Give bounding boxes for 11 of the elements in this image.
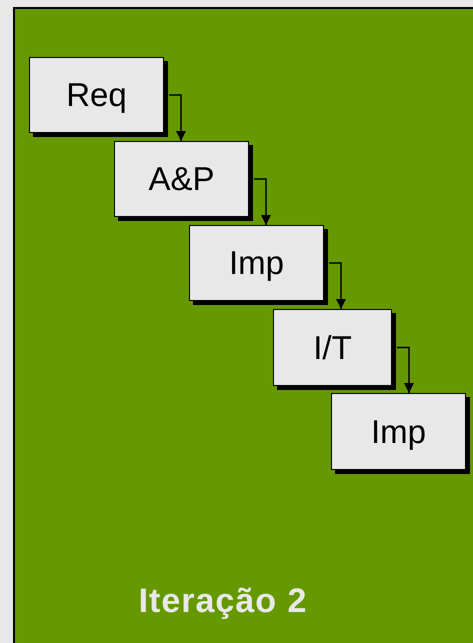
- arrow: [254, 178, 271, 225]
- phase-label: Imp: [370, 412, 426, 450]
- phase-label: Imp: [228, 244, 284, 282]
- phase-label: Req: [66, 76, 127, 114]
- phase-label: A&P: [148, 160, 215, 198]
- arrow: [169, 94, 186, 141]
- phase-label: I/T: [313, 328, 352, 366]
- arrow: [329, 262, 346, 309]
- arrow: [397, 346, 414, 393]
- panel-title: Iteração 2: [138, 582, 308, 621]
- iteration-panel: [13, 7, 473, 643]
